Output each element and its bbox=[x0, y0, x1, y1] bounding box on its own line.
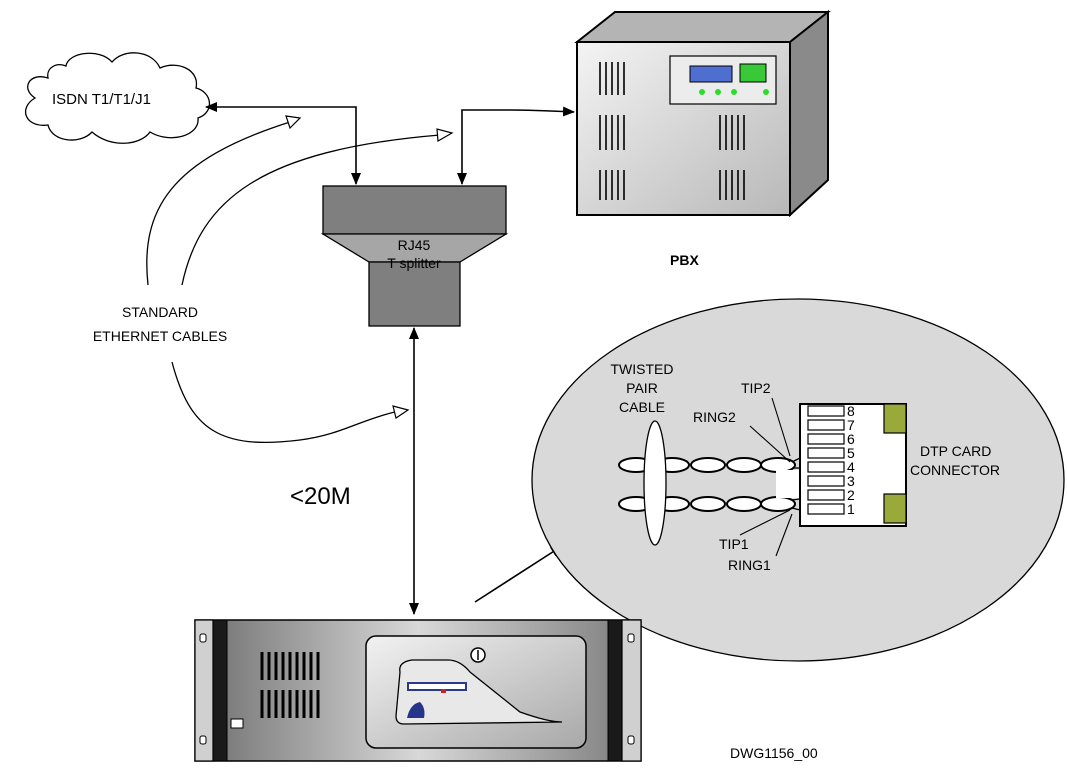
cables-label-1: STANDARD bbox=[122, 304, 198, 320]
cloud-to-splitter-link bbox=[205, 102, 361, 185]
pc-logo bbox=[407, 702, 425, 718]
splitter-label-2: T splitter bbox=[387, 255, 441, 271]
connector-pin-slot bbox=[807, 475, 845, 487]
ring1-label: RING1 bbox=[728, 557, 771, 573]
connection-lines bbox=[205, 102, 575, 615]
distance-label: <20M bbox=[290, 483, 351, 510]
pbx-vents bbox=[599, 62, 745, 200]
connector-pin-slot bbox=[807, 433, 845, 445]
twisted-pair-label-3: CABLE bbox=[619, 399, 665, 415]
drawing-id: DWG1156_00 bbox=[730, 745, 818, 761]
dtp-label-2: CONNECTOR bbox=[910, 462, 1000, 478]
cloud-label: ISDN T1/T1/J1 bbox=[52, 91, 151, 108]
wire-label-pointers bbox=[739, 397, 793, 557]
pc-mount-holes bbox=[199, 633, 635, 745]
connector-pin-slot bbox=[807, 489, 845, 501]
pbx-screen bbox=[739, 63, 767, 83]
ethernet-cable-pointers bbox=[146, 121, 441, 444]
connector-pin-slot bbox=[807, 447, 845, 459]
tip1-label: TIP1 bbox=[719, 536, 749, 552]
pbx-side bbox=[789, 9, 829, 218]
zoom-arrow bbox=[474, 545, 563, 603]
connector-pin-slot bbox=[807, 419, 845, 431]
hollow-arrowheads bbox=[285, 115, 454, 419]
pbx-display bbox=[689, 65, 733, 83]
cable-core-gap bbox=[776, 470, 800, 498]
twisted-pair-label-1: TWISTED bbox=[611, 361, 674, 377]
pbx-unit: PBX bbox=[574, 9, 831, 268]
connector-pin-number: 6 bbox=[847, 431, 855, 447]
pc-floppy-slot bbox=[407, 682, 467, 691]
pc-right-ear bbox=[621, 619, 642, 762]
connector-pin-number: 1 bbox=[847, 501, 855, 517]
splitter-stem bbox=[368, 261, 461, 327]
pc-drive-bay bbox=[395, 659, 563, 725]
splitter-label-1: RJ45 bbox=[398, 237, 431, 253]
connector-pin-number: 4 bbox=[847, 459, 855, 475]
pbx-label: PBX bbox=[670, 252, 699, 268]
connector-pin-number: 2 bbox=[847, 487, 855, 503]
connector-pin-slot bbox=[807, 503, 845, 515]
pc-drive-led bbox=[441, 689, 446, 693]
connector-latch-bottom bbox=[883, 493, 907, 524]
connector-latch-top bbox=[883, 403, 907, 434]
pbx-leds bbox=[699, 89, 769, 95]
pc-left-handle bbox=[212, 619, 228, 762]
cable-sheath bbox=[643, 420, 667, 546]
ring2-label: RING2 bbox=[693, 409, 736, 425]
cables-label-2: ETHERNET CABLES bbox=[93, 328, 227, 344]
connector-pin-number: 3 bbox=[847, 473, 855, 489]
connector-pin-number: 7 bbox=[847, 417, 855, 433]
connector-pin-slot bbox=[807, 461, 845, 473]
rj45-t-splitter: RJ45 T splitter bbox=[320, 185, 509, 327]
pc-right-handle bbox=[607, 619, 623, 762]
dtp-label-1: DTP CARD bbox=[920, 443, 991, 459]
splitter-top bbox=[322, 185, 507, 235]
rackmount-pc bbox=[194, 619, 642, 762]
pbx-top bbox=[574, 11, 831, 43]
twisted-pair-label-2: PAIR bbox=[626, 380, 658, 396]
connector-pin-number: 5 bbox=[847, 445, 855, 461]
connector-pin-slot bbox=[807, 405, 845, 417]
tip2-label: TIP2 bbox=[741, 380, 771, 396]
pc-power-slot bbox=[230, 718, 244, 729]
connector-pin-number: 8 bbox=[847, 403, 855, 419]
isdn-cloud: ISDN T1/T1/J1 bbox=[25, 52, 211, 144]
pc-vent-grille bbox=[260, 652, 320, 718]
splitter-to-pbx-link bbox=[457, 106, 575, 185]
